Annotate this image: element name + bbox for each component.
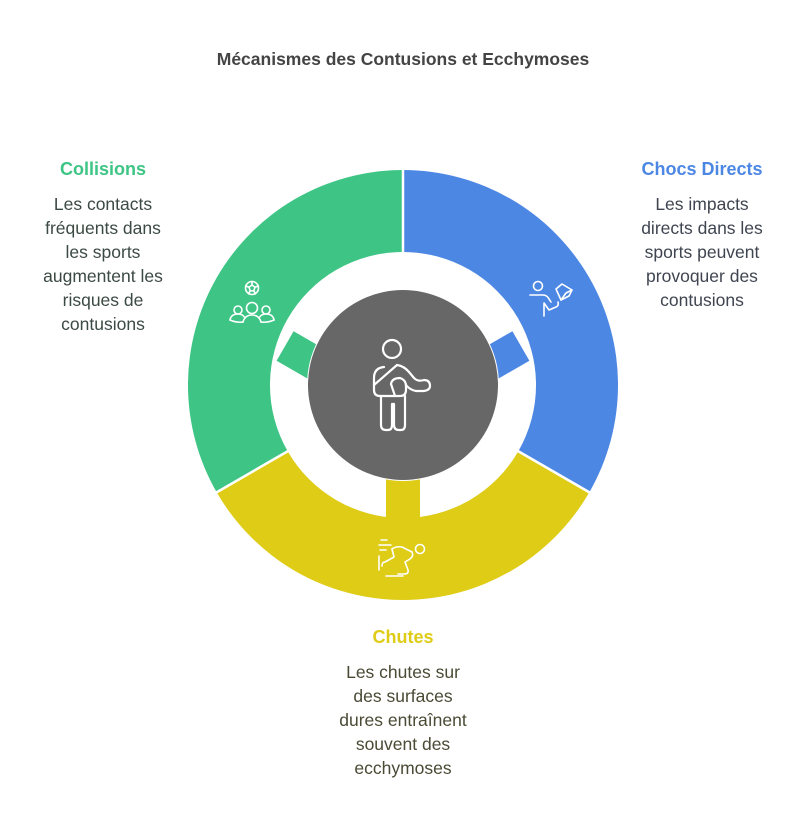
description-line: directs dans les	[641, 218, 763, 238]
segment-label-chutes: Chutes Les chutes sur des surfaces dures…	[303, 625, 503, 780]
description-line: contusions	[660, 290, 744, 310]
description-line: Les chutes sur	[346, 662, 460, 682]
collisions-description: Les contacts fréquents dans les sports a…	[18, 192, 188, 336]
description-line: des surfaces	[353, 686, 453, 706]
person-falling-icon	[378, 539, 426, 577]
description-line: provoquer des	[646, 266, 758, 286]
description-line: augmentent les	[43, 266, 163, 286]
collisions-title: Collisions	[59, 159, 146, 179]
description-line: les sports	[65, 242, 141, 262]
segment-label-chocs-directs: Chocs Directs Les impacts directs dans l…	[616, 157, 788, 312]
description-line: souvent des	[355, 734, 451, 754]
description-line: fréquents dans	[45, 218, 161, 238]
diagram-title: Mécanismes des Contusions et Ecchymoses	[216, 49, 590, 69]
injured-person-arm-sling-icon	[372, 338, 432, 432]
description-line: ecchymoses	[354, 758, 452, 778]
team-soccer-ball-icon	[229, 280, 275, 324]
chocs-directs-description: Les impacts directs dans les sports peuv…	[616, 192, 788, 312]
description-line: risques de	[62, 290, 144, 310]
chocs-directs-title: Chocs Directs	[641, 159, 763, 179]
description-line: Les contacts	[53, 194, 153, 214]
segment-label-collisions: Collisions Les contacts fréquents dans l…	[18, 157, 188, 336]
chutes-description: Les chutes sur des surfaces dures entraî…	[303, 660, 503, 780]
chutes-title: Chutes	[372, 627, 434, 647]
description-line: contusions	[61, 314, 145, 334]
person-kicking-ball-icon	[529, 280, 573, 317]
description-line: sports peuvent	[644, 242, 760, 262]
description-line: Les impacts	[655, 194, 749, 214]
center-circle	[308, 290, 498, 480]
description-line: dures entraînent	[339, 710, 467, 730]
